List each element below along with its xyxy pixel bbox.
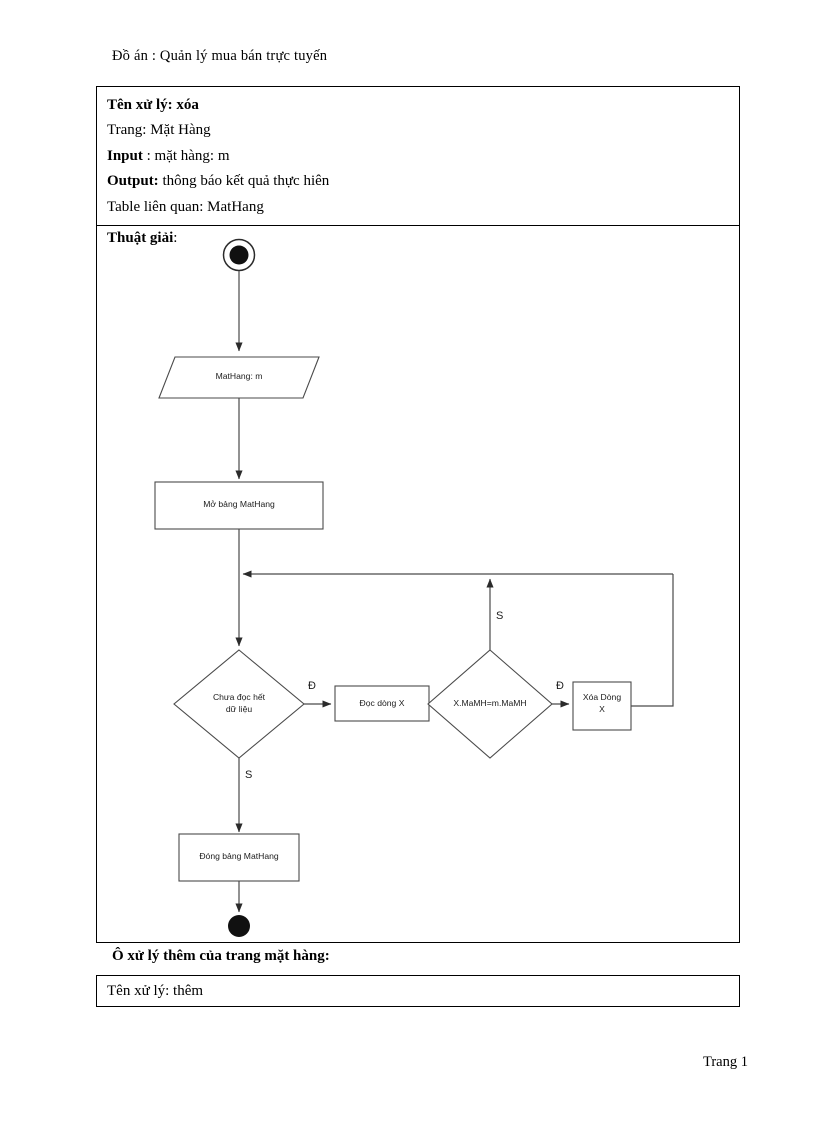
spec-row-page-label: Trang: bbox=[107, 122, 147, 139]
spec-row-name: Tên xử lý: xóa bbox=[107, 93, 739, 118]
spec-row-output: Output: thông báo kết quả thực hiên bbox=[107, 169, 739, 194]
read-row-rect bbox=[334, 685, 430, 722]
spec-row-input-value: : mặt hàng: m bbox=[142, 147, 230, 164]
spec-table: Tên xử lý: xóa Trang: Mặt Hàng Input : m… bbox=[96, 86, 740, 944]
document-header: Đồ án : Quản lý mua bán trực tuyến bbox=[112, 48, 328, 64]
edge-label-loop-false: S bbox=[245, 769, 253, 782]
bottom-spec-value: thêm bbox=[169, 983, 204, 999]
spec-row-table-value: MatHang bbox=[203, 198, 264, 215]
algorithm-label-text: Thuật giải bbox=[107, 230, 174, 247]
edge-label-compare-false: S bbox=[496, 610, 504, 623]
edge-label-loop-true: Đ bbox=[308, 680, 316, 693]
bottom-spec-table: Tên xử lý: thêm bbox=[96, 975, 740, 1007]
spec-row-name-label: Tên xử lý: bbox=[107, 97, 173, 113]
bottom-spec-label: Tên xử lý: bbox=[107, 983, 170, 999]
input-parallelogram bbox=[158, 356, 320, 399]
spec-row-output-label: Output: bbox=[107, 173, 159, 190]
spec-row-table-label: Table liên quan: bbox=[107, 198, 204, 215]
spec-row-output-value: thông báo kết quả thực hiên bbox=[158, 173, 330, 190]
spec-row-input-label: Input bbox=[107, 147, 143, 164]
algorithm-label: Thuật giải: bbox=[107, 230, 177, 247]
spec-row-input: Input : mặt hàng: m bbox=[107, 144, 739, 169]
edge-label-compare-true: Đ bbox=[556, 680, 564, 693]
initial-node-icon bbox=[222, 238, 256, 272]
delete-row-rect bbox=[572, 681, 632, 731]
close-table-rect bbox=[178, 833, 300, 882]
final-node-icon bbox=[228, 915, 250, 938]
algorithm-block: Thuật giải: bbox=[97, 226, 739, 942]
compare-decision-diamond bbox=[427, 649, 553, 759]
flowchart-canvas: MatHang: m Mở bảng MatHang Chưa đọc hết … bbox=[97, 226, 739, 940]
spec-row-page: Trang: Mặt Hàng bbox=[107, 118, 739, 143]
algorithm-label-colon: : bbox=[173, 230, 178, 247]
bottom-spec-row: Tên xử lý: thêm bbox=[97, 976, 739, 1002]
spec-row-page-value: Mặt Hàng bbox=[146, 122, 211, 139]
spec-info-block: Tên xử lý: xóa Trang: Mặt Hàng Input : m… bbox=[97, 87, 739, 227]
page-number: Trang 1 bbox=[703, 1054, 748, 1070]
open-table-rect bbox=[154, 481, 324, 530]
loop-decision-diamond bbox=[173, 649, 305, 759]
section-caption: Ô xử lý thêm của trang mặt hàng: bbox=[112, 948, 330, 964]
spec-row-table: Table liên quan: MatHang bbox=[107, 195, 739, 220]
spec-row-name-value: xóa bbox=[172, 97, 199, 113]
